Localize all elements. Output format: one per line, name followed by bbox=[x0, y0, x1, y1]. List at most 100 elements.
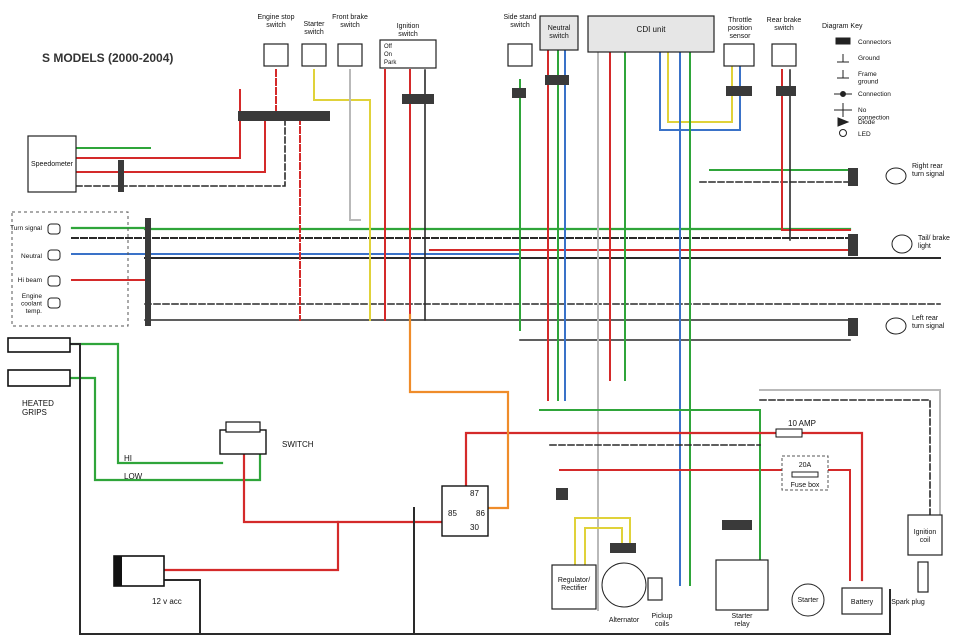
svg-text:Fuse box: Fuse box bbox=[791, 482, 820, 489]
svg-text:Speedometer: Speedometer bbox=[31, 161, 74, 168]
wire-grip-green-low bbox=[68, 376, 262, 482]
battery: Battery bbox=[841, 587, 883, 615]
wire-acc-red bbox=[163, 520, 340, 572]
wire-grip-green-hi bbox=[68, 342, 224, 465]
relay-pin-85: 85 bbox=[448, 509, 457, 518]
ign-pos-park: Park bbox=[384, 60, 397, 66]
connector-rbrake bbox=[776, 86, 796, 96]
svg-text:Regulator/Rectifier: Regulator/Rectifier bbox=[558, 577, 590, 592]
acc-socket: 12 v acc bbox=[113, 555, 182, 606]
wire-speedo-black bbox=[75, 114, 286, 187]
key-symbols bbox=[834, 37, 852, 137]
key-item-5: Diode bbox=[858, 119, 875, 126]
wire-gray-right bbox=[759, 389, 941, 516]
connector-neutral bbox=[545, 75, 569, 85]
connector-speedo bbox=[118, 160, 124, 192]
ign-pos-off: Off bbox=[384, 44, 392, 50]
wire-relay-orange bbox=[408, 313, 510, 510]
indicator-neutral: Neutral bbox=[21, 253, 43, 260]
connector-tail bbox=[848, 234, 858, 256]
wire-starter-yellow bbox=[313, 69, 371, 321]
key-item-3: Connection bbox=[858, 91, 891, 98]
fuse-box: 20A Fuse box bbox=[781, 455, 829, 491]
indicator-turn-signal: Turn signal bbox=[10, 225, 42, 232]
starter: Starter bbox=[791, 583, 825, 617]
fuse-rating: 20A bbox=[799, 462, 812, 469]
cdi-unit: CDI unit bbox=[587, 15, 715, 53]
wire-relay-red-top bbox=[464, 431, 864, 582]
alternator: Alternator bbox=[601, 562, 647, 624]
wire-switch-red bbox=[242, 453, 446, 524]
key-item-0: Connectors bbox=[858, 39, 892, 46]
relay: 87 85 86 30 bbox=[441, 485, 489, 537]
fuse-10-amp: 10 AMP bbox=[775, 419, 816, 438]
wire-reg-green bbox=[539, 409, 761, 561]
connector-top-bar bbox=[238, 111, 330, 121]
svg-text:Starter: Starter bbox=[797, 597, 819, 604]
wire-reg-red bbox=[559, 469, 851, 581]
heated-grip-left bbox=[7, 337, 71, 353]
connectors bbox=[118, 75, 858, 553]
wire-brake-gray bbox=[349, 69, 361, 221]
wire-speedo-red-2 bbox=[75, 114, 266, 173]
connector-alt bbox=[610, 543, 636, 553]
connector-reg bbox=[556, 488, 568, 500]
fuse-10-amp-label: 10 AMP bbox=[788, 419, 816, 428]
connector-right-turn bbox=[848, 168, 858, 186]
regulator-rectifier: Regulator/Rectifier bbox=[551, 564, 597, 610]
grip-switch: SWITCH HI LOW bbox=[124, 421, 314, 481]
key-item-1: Ground bbox=[858, 55, 880, 62]
diagram-title: S MODELS (2000-2004) bbox=[42, 51, 173, 65]
svg-text:Spark plug: Spark plug bbox=[891, 599, 925, 606]
relay-pin-87: 87 bbox=[470, 489, 479, 498]
key-title: Diagram Key bbox=[822, 23, 863, 30]
connector-ign bbox=[402, 94, 434, 104]
wire-alt-yellow bbox=[574, 517, 631, 566]
wire-stop-red bbox=[275, 69, 301, 321]
wire-cdi-yellow bbox=[667, 49, 733, 123]
wire-alt-yellow-2 bbox=[584, 527, 623, 566]
connector-side bbox=[512, 88, 526, 98]
svg-text:Alternator: Alternator bbox=[609, 617, 640, 624]
ign-pos-on: On bbox=[384, 52, 392, 58]
wires bbox=[68, 49, 941, 635]
wire-acc-black bbox=[164, 579, 891, 635]
relay-pin-30: 30 bbox=[470, 523, 479, 532]
connector-left-turn bbox=[848, 318, 858, 336]
connector-tps bbox=[726, 86, 752, 96]
speedometer: Speedometer bbox=[27, 135, 77, 193]
spark-plug: Spark plug bbox=[891, 561, 929, 606]
heated-grip-right bbox=[7, 369, 71, 387]
key-item-6: LED bbox=[858, 131, 871, 138]
wire-black-right-2 bbox=[759, 399, 931, 516]
